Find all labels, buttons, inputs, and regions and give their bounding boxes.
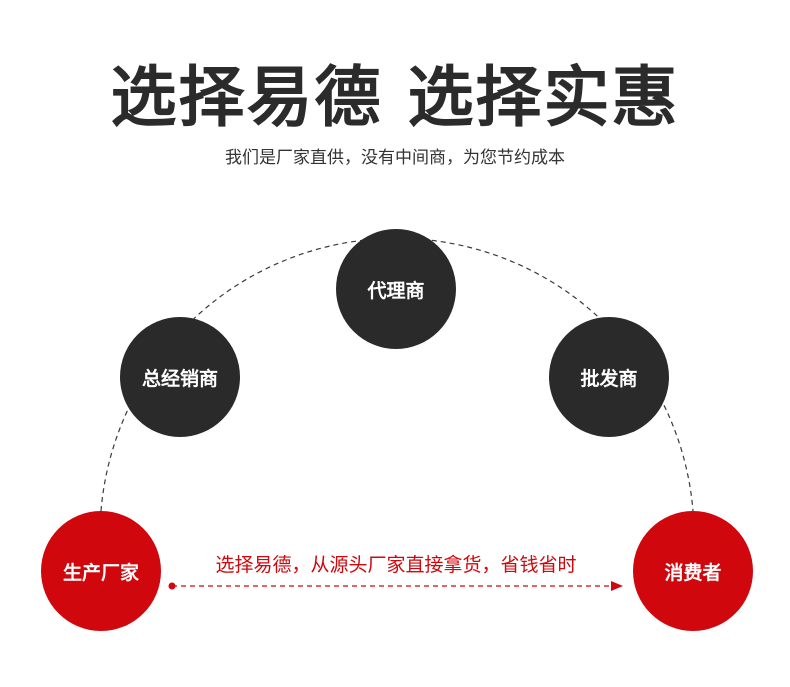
node-manufacturer: 生产厂家 — [41, 511, 161, 631]
arrow-start-dot — [168, 582, 176, 590]
node-consumer: 消费者 — [633, 511, 753, 631]
node-wholesaler-label: 批发商 — [580, 367, 638, 390]
node-agent: 代理商 — [336, 229, 456, 349]
node-distributor: 总经销商 — [120, 317, 240, 437]
arrow-head — [611, 581, 623, 591]
node-consumer-label: 消费者 — [664, 561, 722, 584]
node-manufacturer-label: 生产厂家 — [62, 561, 139, 584]
node-distributor-label: 总经销商 — [141, 367, 218, 390]
direct-sourcing-label: 选择易德，从源头厂家直接拿货，省钱省时 — [215, 554, 577, 576]
node-wholesaler: 批发商 — [549, 317, 669, 437]
page-subtitle: 我们是厂家直供，没有中间商，为您节约成本 — [225, 148, 565, 168]
node-agent-label: 代理商 — [367, 279, 425, 302]
page-title: 选择易德 选择实惠 — [110, 59, 680, 136]
